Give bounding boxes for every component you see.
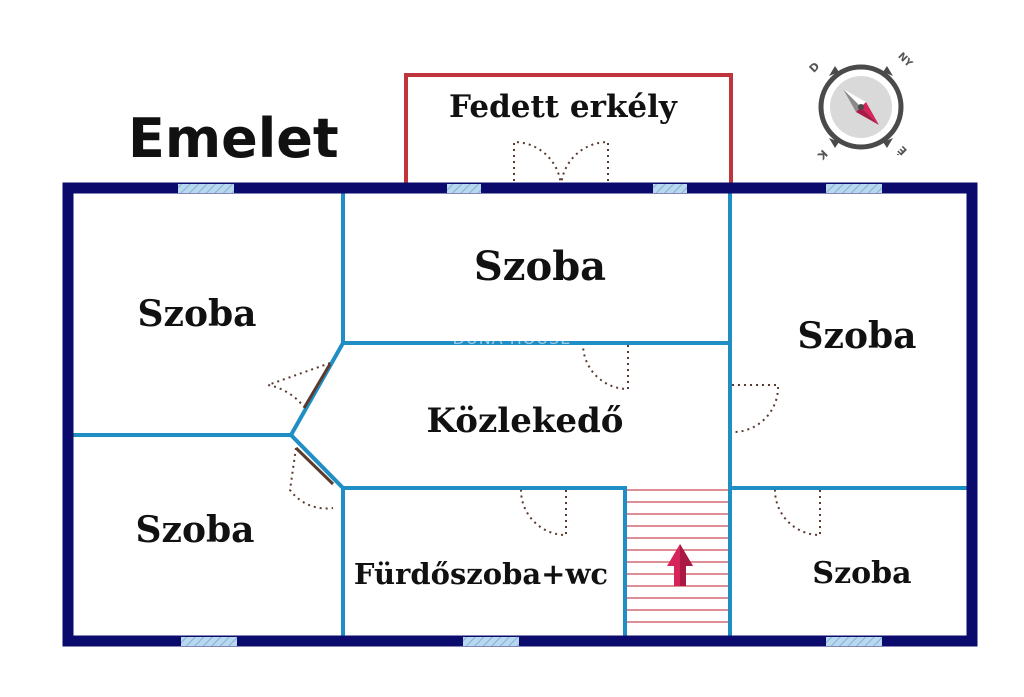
watermark: DUNA HOUSE	[453, 329, 572, 348]
room-label-balcony: Fedett erkély	[449, 89, 678, 125]
room-label-top-middle: Szoba	[474, 243, 606, 290]
compass-south-label: D	[807, 60, 823, 76]
compass-rose-icon: NY D É K	[807, 51, 915, 163]
interior-doors	[264, 344, 821, 537]
room-label-bottom-right: Szoba	[812, 556, 911, 591]
compass-east-label: K	[815, 147, 831, 163]
compass-west-label: NY	[895, 51, 914, 70]
outer-walls	[62, 182, 978, 647]
door-leaves	[294, 363, 335, 486]
room-label-bottom-left: Szoba	[136, 509, 255, 551]
room-label-right-large: Szoba	[798, 315, 917, 357]
room-label-bathroom: Fürdőszoba+wc	[354, 557, 608, 591]
room-label-hallway: Közlekedő	[427, 401, 624, 441]
stair-up-arrow-icon	[667, 544, 693, 586]
floor-title: Emelet	[128, 107, 339, 170]
balcony-double-door	[513, 140, 609, 188]
compass-north-label: É	[895, 143, 910, 158]
windows	[178, 184, 882, 646]
room-label-top-left: Szoba	[138, 293, 257, 335]
inner-walls	[70, 188, 970, 639]
